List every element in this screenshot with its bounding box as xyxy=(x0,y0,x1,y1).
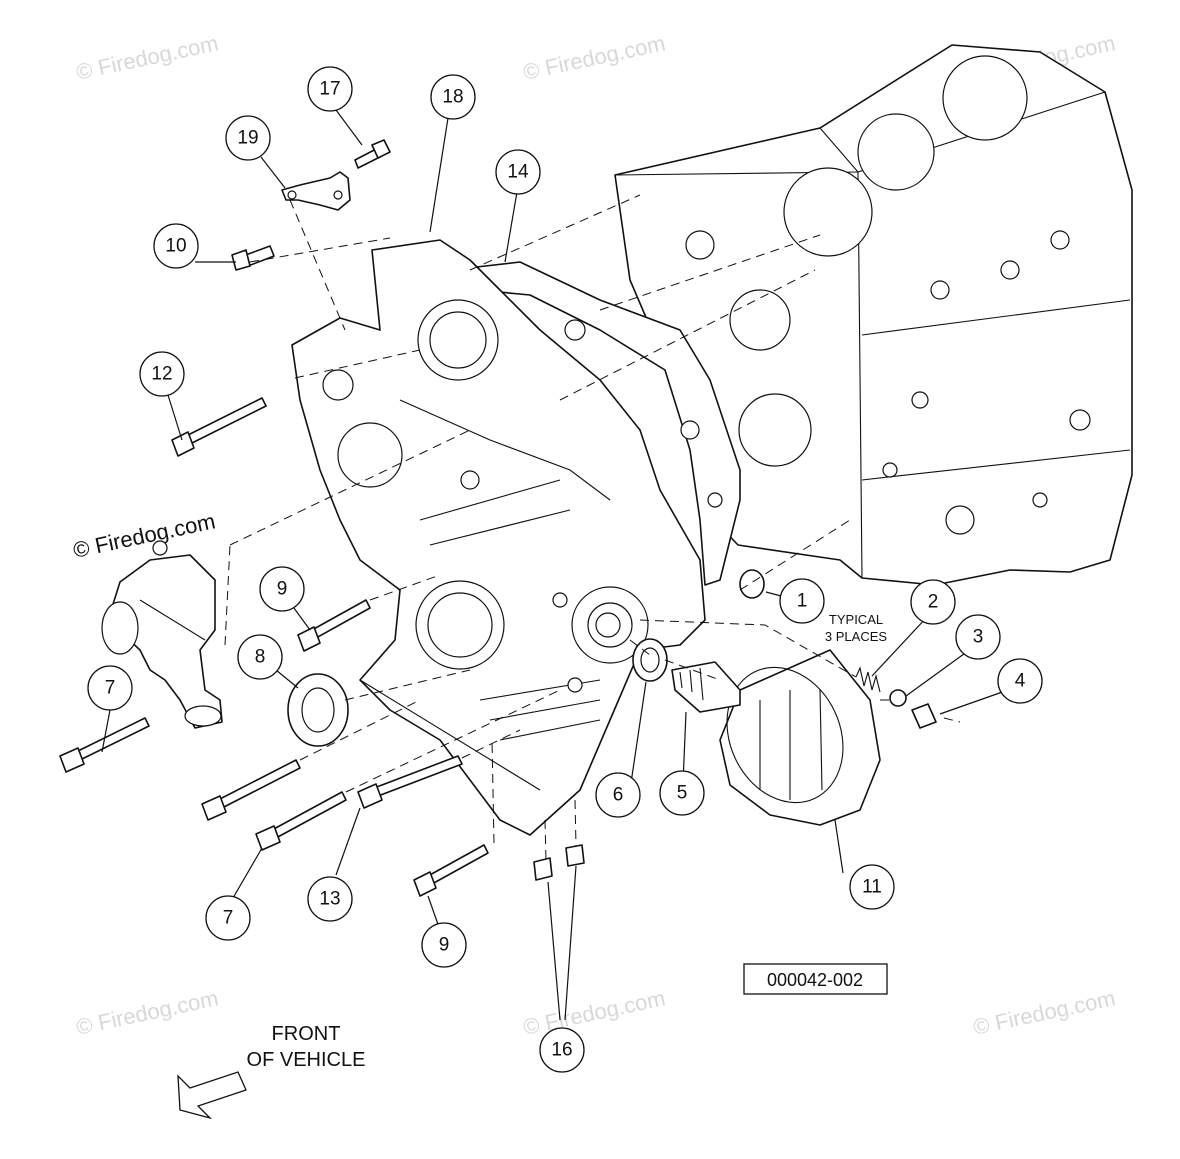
diagram-number: 000042-002 xyxy=(767,970,863,990)
callout-label: 13 xyxy=(319,889,340,910)
typical-note: TYPICAL 3 PLACES xyxy=(825,612,887,644)
callout-11: 11 xyxy=(849,864,895,910)
callout-5: 5 xyxy=(659,770,705,816)
watermark: © Firedog.com xyxy=(521,30,668,85)
callout-7-lower: 7 xyxy=(205,895,251,941)
callout-label: 19 xyxy=(237,128,258,149)
note-line2: 3 PLACES xyxy=(825,629,887,644)
callout-19: 19 xyxy=(225,115,271,161)
callout-17: 17 xyxy=(307,66,353,112)
callout-16: 16 xyxy=(539,1027,585,1073)
front-label-line2: OF VEHICLE xyxy=(247,1049,366,1071)
callout-label: 14 xyxy=(507,162,529,183)
relief-valve-parts xyxy=(855,666,937,729)
callout-label: 6 xyxy=(613,785,624,806)
callout-12: 12 xyxy=(139,351,185,397)
bracket xyxy=(281,171,351,211)
callout-18: 18 xyxy=(430,74,476,120)
watermark: © Firedog.com xyxy=(74,985,221,1040)
callout-8: 8 xyxy=(237,634,283,680)
callout-6: 6 xyxy=(595,772,641,818)
callout-label: 1 xyxy=(797,591,808,612)
callout-9-upper: 9 xyxy=(259,566,305,612)
callout-1: 1 xyxy=(779,578,825,624)
front-arrow-icon xyxy=(177,1071,247,1120)
callout-label: 17 xyxy=(319,79,340,100)
callout-9-lower: 9 xyxy=(421,922,467,968)
callout-4: 4 xyxy=(997,658,1043,704)
alignment-lines xyxy=(224,194,961,861)
filter-nipple xyxy=(671,661,741,713)
callout-label: 7 xyxy=(223,908,234,929)
callout-10: 10 xyxy=(153,223,199,269)
callout-label: 2 xyxy=(928,592,939,613)
washer xyxy=(632,638,668,682)
callout-label: 11 xyxy=(862,877,882,898)
watermark: © Firedog.com xyxy=(74,30,221,85)
oil-seal xyxy=(287,673,349,747)
bolts xyxy=(59,139,585,897)
water-pump xyxy=(101,540,223,729)
callout-label: 8 xyxy=(255,647,266,668)
callout-label: 4 xyxy=(1015,671,1026,692)
callout-3: 3 xyxy=(955,614,1001,660)
callout-label: 12 xyxy=(151,364,172,385)
callout-label: 9 xyxy=(439,935,450,956)
front-of-vehicle: FRONT OF VEHICLE xyxy=(177,1023,366,1120)
callout-7-left: 7 xyxy=(87,665,133,711)
callout-label: 3 xyxy=(973,627,984,648)
gear-case-cover xyxy=(291,239,706,836)
front-label-line1: FRONT xyxy=(272,1023,341,1045)
callout-label: 5 xyxy=(677,783,688,804)
callout-label: 9 xyxy=(277,579,288,600)
watermark-main: © Firedog.com xyxy=(71,508,218,563)
callout-label: 18 xyxy=(442,87,463,108)
watermark: © Firedog.com xyxy=(971,985,1118,1040)
engine-block xyxy=(614,44,1133,586)
watermark: © Firedog.com xyxy=(521,985,668,1040)
callout-14: 14 xyxy=(495,149,541,195)
o-ring xyxy=(739,569,765,599)
diagram-number-box: 000042-002 xyxy=(743,963,888,995)
callout-13: 13 xyxy=(307,876,353,922)
note-line1: TYPICAL xyxy=(829,612,883,627)
callout-2: 2 xyxy=(910,579,956,625)
callout-label: 10 xyxy=(165,236,186,257)
callout-label: 16 xyxy=(551,1040,572,1061)
oil-filter xyxy=(719,649,881,826)
callout-label: 7 xyxy=(105,678,116,699)
